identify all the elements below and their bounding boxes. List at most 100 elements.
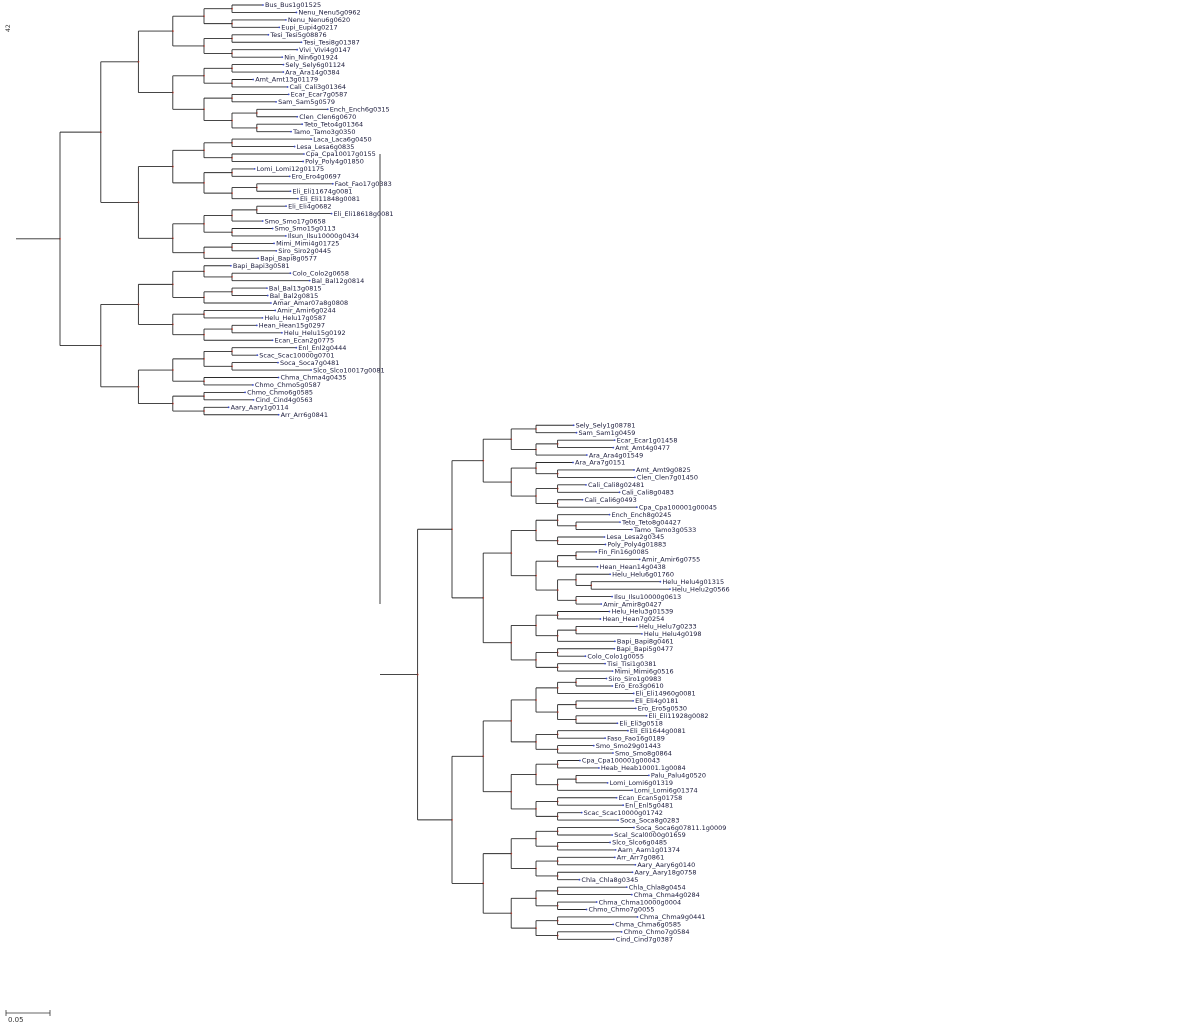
tip-marker	[595, 901, 598, 903]
tip-marker	[271, 227, 274, 230]
tip-marker	[585, 483, 587, 486]
tip-marker	[669, 588, 671, 591]
tip-marker	[615, 796, 618, 799]
tip-label: Lesa_Lesa6g0835	[297, 143, 355, 151]
tip-marker	[618, 491, 621, 494]
tip-marker	[303, 153, 305, 155]
tip-label: Tisi_Tisi1g0381	[606, 660, 657, 668]
tip-marker	[301, 123, 304, 126]
tip-marker	[613, 856, 616, 859]
tip-marker	[595, 551, 598, 553]
tip-marker	[634, 707, 637, 710]
tip-marker	[253, 168, 256, 170]
tip-label: Helu_Helu4g01315	[662, 578, 724, 586]
tip-marker	[273, 242, 275, 245]
tip-label: Ench_Ench8g0245	[611, 511, 671, 519]
tip-marker	[599, 618, 602, 620]
tip-label: Chla_Chla8g0454	[629, 883, 686, 891]
tip-label: Chma_Chma4g0435	[280, 374, 346, 382]
tip-label: Helu_Helu17g0587	[264, 314, 326, 322]
tip-label: Smo_Smo8g0864	[615, 749, 672, 757]
tip-label: Cpa_Cpa10017g0155	[306, 150, 376, 158]
tip-label: Lomi_Lomi12g01175	[257, 165, 325, 173]
tip-marker	[282, 63, 285, 66]
tip-label: Hean_Hean14g0438	[600, 563, 666, 571]
tip-marker	[592, 744, 595, 747]
tip-label: Chmo_Chmo7g0584	[624, 928, 690, 936]
tip-label: Eli_Eli4g0682	[288, 202, 332, 210]
tip-marker	[261, 220, 264, 222]
tip-label: Bal_Bal13g0815	[269, 284, 322, 292]
tip-marker	[632, 700, 635, 702]
tip-marker	[310, 138, 313, 141]
tip-marker	[659, 580, 662, 583]
tip-marker	[600, 603, 603, 605]
tip-label: Bal_Bal2g0815	[270, 292, 319, 300]
tip-marker	[285, 205, 287, 208]
tip-label: Cind_Cind4g0563	[255, 396, 312, 404]
tip-label: Tesi_Tesi8g01387	[302, 38, 359, 46]
tip-marker	[572, 424, 575, 427]
tip-label: Siro_Siro1g0983	[608, 675, 661, 683]
tip-marker	[281, 56, 284, 59]
tip-label: Aarn_Aarn1g01374	[618, 846, 680, 854]
tip-label: Sely_Sely6g01124	[285, 61, 345, 69]
tip-label: Lomi_Lomi6g01374	[634, 787, 697, 795]
tip-marker	[641, 632, 643, 635]
tip-label: Amir_Amir6g0755	[642, 556, 701, 564]
tip-marker	[295, 346, 298, 349]
tip-label: Mimi_Mimi6g0516	[615, 667, 674, 675]
tip-marker	[609, 573, 612, 576]
tip-marker	[572, 461, 574, 464]
tip-label: Sely_Sely1g08781	[576, 421, 636, 429]
tip-marker	[310, 369, 313, 371]
tip-marker	[280, 331, 283, 334]
tip-marker	[297, 197, 299, 200]
tip-label: Eli_Eli11928g0082	[649, 712, 709, 720]
tip-label: Arr_Arr7g0861	[617, 854, 664, 862]
tip-label: Siro_Siro2g0445	[278, 247, 331, 255]
tip-marker	[611, 834, 614, 836]
tip-label: Chma_Chma6g0585	[615, 921, 681, 929]
tip-label: Aary_Aary1g0114	[231, 404, 289, 412]
tip-marker	[625, 886, 628, 889]
tip-label: Ero_Ero5g0530	[638, 705, 687, 713]
tip-label: Sam_Sam1g0459	[578, 429, 635, 437]
tip-marker	[613, 647, 616, 650]
tip-marker	[302, 160, 305, 163]
tip-marker	[288, 175, 291, 178]
tip-label: Chmo_Chmo7g0055	[588, 906, 654, 914]
tip-label: Helu_Helu7g0233	[639, 623, 697, 631]
tip-label: Chla_Chla8g0345	[581, 876, 638, 884]
tip-label: Bapi_Bapi8g0577	[260, 255, 317, 263]
tip-label: Chmo_Chmo5g0587	[255, 381, 321, 389]
tip-label: Enl_Enl2g0444	[298, 344, 346, 352]
tip-marker	[308, 279, 311, 282]
tip-label: Lesa_Lesa2g0345	[606, 533, 664, 541]
tip-marker	[614, 849, 617, 851]
tip-marker	[612, 938, 615, 941]
tip-marker	[252, 398, 255, 401]
tip-marker	[277, 376, 280, 379]
tip-label: Enl_Enl5g0481	[625, 801, 673, 809]
tip-label: Cali_Cali8g02481	[588, 481, 644, 489]
tip-label: Eli_Eli11674g0081	[292, 187, 352, 195]
tip-label: Amir_Amir8g0427	[603, 600, 662, 608]
tip-label: Nenu_Nenu5g0962	[298, 9, 360, 17]
tip-label: Hean_Hean15g0297	[259, 322, 325, 330]
tip-label: Ecar_Ecar1g01458	[617, 436, 678, 444]
tip-marker	[227, 406, 230, 409]
tip-marker	[632, 692, 635, 695]
tip-marker	[267, 33, 270, 36]
tip-label: Teto_Teto8g04427	[621, 518, 681, 526]
tip-label: Hean_Hean7g0254	[602, 615, 664, 623]
tip-label: Soca_Soca7g0481	[280, 359, 339, 367]
tip-label: Ecan_Ecan5g01758	[619, 794, 683, 802]
tip-label: Amt_Amt13g01179	[255, 76, 318, 84]
tip-label: Tamo_Tamo3g0350	[292, 128, 355, 136]
tip-marker	[289, 272, 292, 275]
tip-marker	[289, 190, 292, 193]
tip-marker	[645, 714, 648, 717]
tip-label: Cind_Cind7g0387	[616, 936, 673, 944]
tip-label: Bapi_Bapi5g0477	[616, 645, 673, 653]
